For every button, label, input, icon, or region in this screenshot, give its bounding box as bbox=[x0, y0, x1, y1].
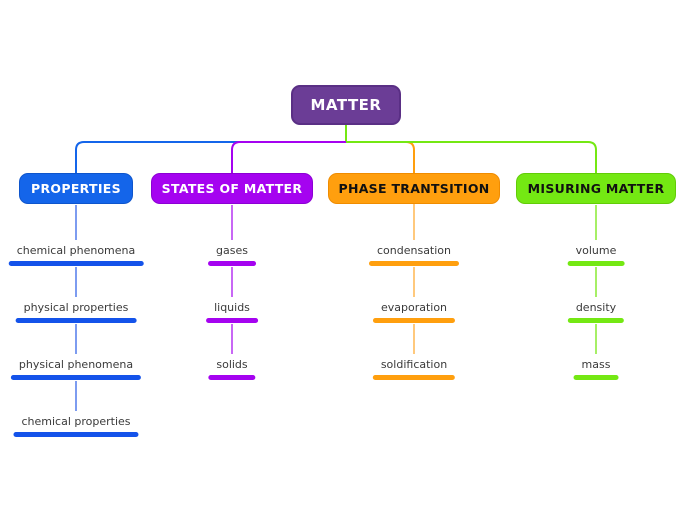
item-label: chemical properties bbox=[21, 415, 131, 428]
connector-root-measuring bbox=[346, 141, 597, 173]
item-underline bbox=[372, 375, 456, 380]
node-states-of-matter[interactable]: STATES OF MATTER bbox=[151, 173, 313, 204]
item-gases[interactable]: gases bbox=[208, 244, 256, 266]
node-properties[interactable]: PROPERTIES bbox=[19, 173, 133, 204]
item-underline bbox=[372, 318, 456, 323]
item-label: volume bbox=[575, 244, 617, 257]
item-underline bbox=[13, 432, 139, 437]
node-phase-transition[interactable]: PHASE TRANTSITION bbox=[328, 173, 500, 204]
item-chemical-phenomena[interactable]: chemical phenomena bbox=[8, 244, 144, 266]
item-evaporation[interactable]: evaporation bbox=[372, 301, 456, 323]
item-label: chemical phenomena bbox=[16, 244, 136, 257]
item-liquids[interactable]: liquids bbox=[206, 301, 258, 323]
connector-root-phase bbox=[346, 141, 415, 173]
item-condensation[interactable]: condensation bbox=[368, 244, 460, 266]
item-underline bbox=[10, 375, 142, 380]
connector-root-states bbox=[231, 141, 346, 173]
item-label: mass bbox=[581, 358, 611, 371]
item-label: physical properties bbox=[23, 301, 129, 314]
item-label: gases bbox=[216, 244, 248, 257]
item-density[interactable]: density bbox=[567, 301, 625, 323]
item-solids[interactable]: solids bbox=[208, 358, 256, 380]
item-label: physical phenomena bbox=[18, 358, 134, 371]
item-soldification[interactable]: soldification bbox=[372, 358, 456, 380]
item-label: evaporation bbox=[380, 301, 448, 314]
item-underline bbox=[208, 375, 256, 380]
node-measuring-matter[interactable]: MISURING MATTER bbox=[516, 173, 676, 204]
connector-root-properties bbox=[75, 141, 346, 173]
item-label: soldification bbox=[380, 358, 448, 371]
item-label: density bbox=[575, 301, 617, 314]
item-underline bbox=[567, 261, 625, 266]
item-underline bbox=[15, 318, 137, 323]
item-underline bbox=[206, 318, 258, 323]
item-mass[interactable]: mass bbox=[573, 358, 619, 380]
item-underline bbox=[208, 261, 256, 266]
item-underline bbox=[573, 375, 619, 380]
node-matter[interactable]: MATTER bbox=[291, 85, 401, 125]
item-physical-properties[interactable]: physical properties bbox=[15, 301, 137, 323]
item-label: condensation bbox=[376, 244, 452, 257]
item-underline bbox=[8, 261, 144, 266]
item-label: liquids bbox=[214, 301, 250, 314]
item-underline bbox=[368, 261, 460, 266]
item-chemical-properties[interactable]: chemical properties bbox=[13, 415, 139, 437]
item-physical-phenomena[interactable]: physical phenomena bbox=[10, 358, 142, 380]
item-label: solids bbox=[216, 358, 248, 371]
item-underline bbox=[567, 318, 625, 323]
item-volume[interactable]: volume bbox=[567, 244, 625, 266]
